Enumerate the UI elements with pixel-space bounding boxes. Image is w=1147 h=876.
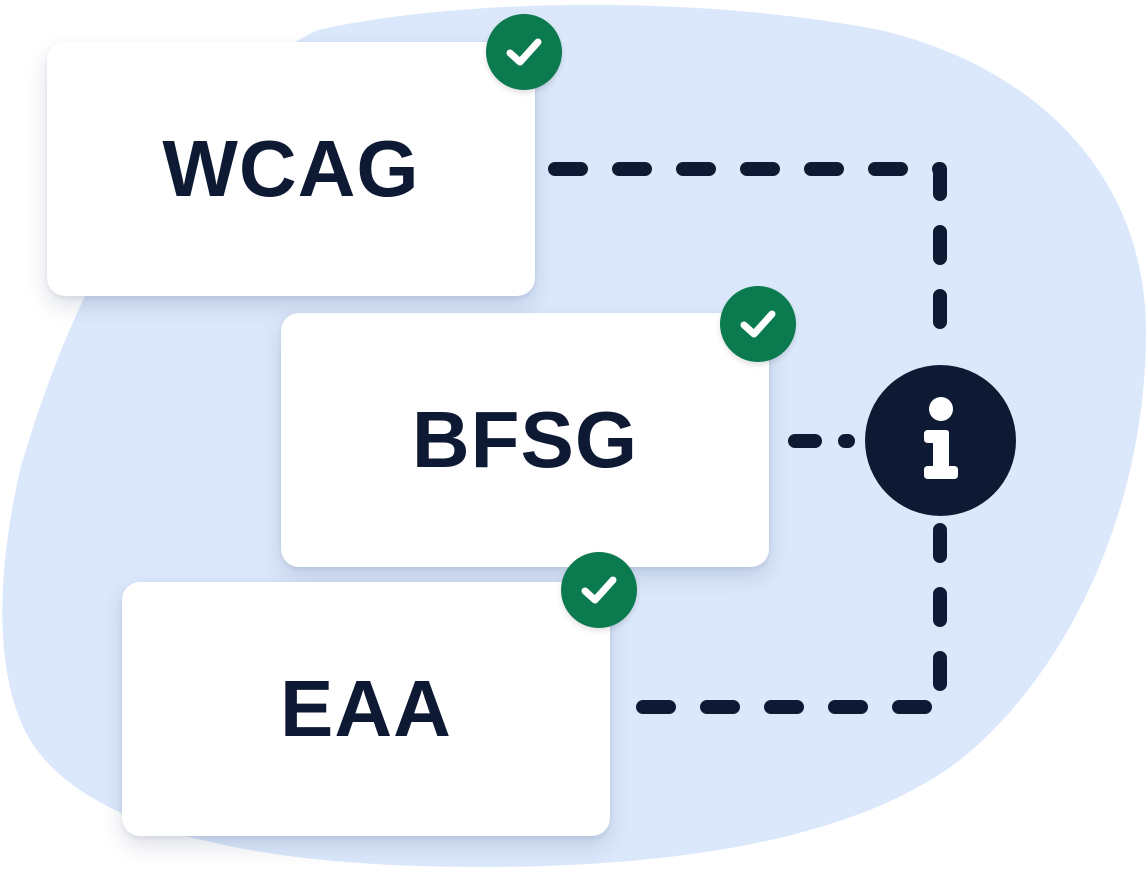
card-wcag: WCAG <box>47 42 535 296</box>
card-label-eaa: EAA <box>280 664 452 753</box>
info-hub <box>865 365 1016 516</box>
card-label-wcag: WCAG <box>162 124 420 213</box>
info-icon <box>923 396 958 479</box>
connector-wcag <box>548 162 947 357</box>
card-bfsg: BFSG <box>281 313 769 567</box>
check-icon <box>720 286 796 362</box>
check-icon <box>561 552 637 628</box>
check-icon <box>486 14 562 90</box>
card-eaa: EAA <box>122 582 610 836</box>
card-label-bfsg: BFSG <box>411 395 639 484</box>
connector-eaa <box>627 523 947 714</box>
